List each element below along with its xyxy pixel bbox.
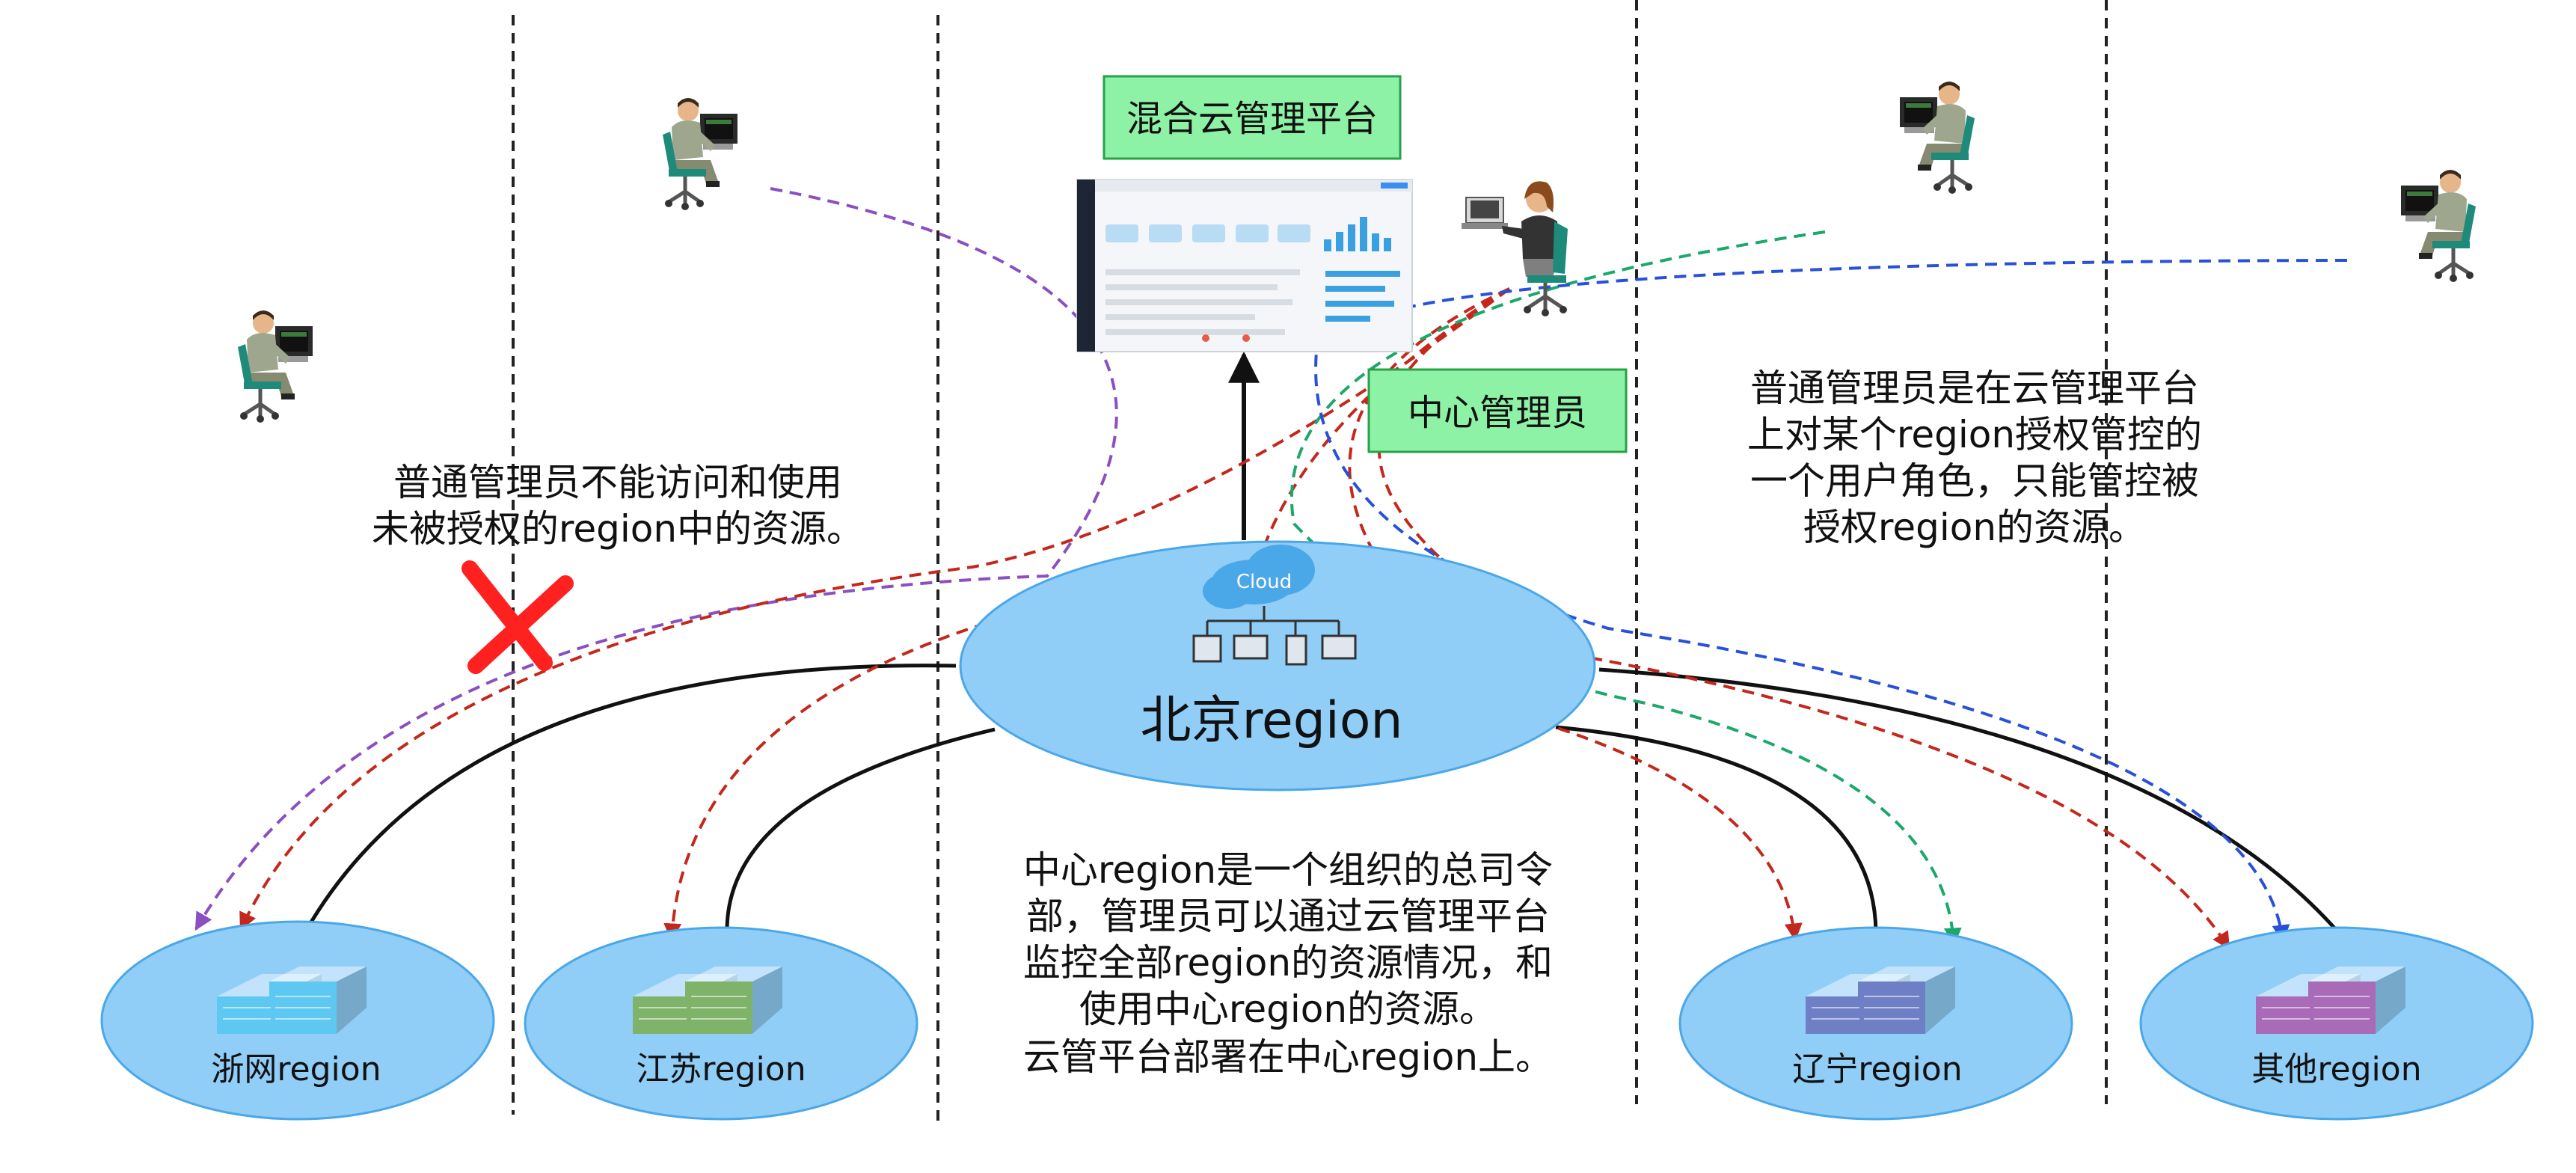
platform-title: 混合云管理平台 (1126, 98, 1378, 140)
note-center: 中心region是一个组织的总司令 部，管理员可以通过云管理平台 监控全部reg… (1023, 848, 1553, 1079)
region-label-zhewang: 浙网region (211, 1050, 381, 1088)
platform-title-box (1103, 75, 1402, 160)
region-other: 其他region (2139, 926, 2534, 1121)
region-jiangsu: 江苏region (524, 926, 919, 1121)
cloud-icon: Cloud (1203, 545, 1315, 609)
note-center-line: 中心region是一个组织的总司令 (1023, 848, 1553, 892)
region-label-liaoning: 辽宁region (1792, 1050, 1962, 1088)
region-zhewang: 浙网region (100, 920, 495, 1121)
main-region-label: 北京region (1140, 691, 1402, 750)
denied-cross-icon (461, 560, 574, 674)
cloud-text: Cloud (1236, 571, 1292, 593)
region-label-other: 其他region (2251, 1050, 2421, 1088)
region-links (303, 664, 2340, 934)
platform-screenshot (1076, 179, 1413, 352)
column-separators (512, 0, 2108, 1122)
region-label-jiangsu: 江苏region (636, 1050, 806, 1088)
note-normal-line: 上对某个region授权管控的 (1747, 413, 2202, 456)
note-denied-line: 未被授权的region中的资源。 (372, 507, 864, 551)
note-normal-line: 授权region的资源。 (1803, 506, 2146, 549)
red-path-zhewang (239, 287, 1511, 931)
note-center-line: 云管平台部署在中心region上。 (1023, 1035, 1553, 1079)
main-region: Cloud 北京region (959, 540, 1596, 791)
user-icon-left (238, 310, 313, 423)
note-denied: 普通管理员不能访问和使用 未被授权的region中的资源。 (372, 461, 864, 551)
user-icon-top-left (663, 98, 737, 210)
note-denied-line: 普通管理员不能访问和使用 (393, 461, 842, 504)
blue-path (1314, 259, 2348, 943)
note-center-line: 监控全部region的资源情况，和 (1023, 941, 1553, 984)
admin-label-box (1367, 368, 1628, 453)
main-region-ellipse (959, 540, 1596, 791)
green-path (1289, 230, 1962, 946)
region-liaoning: 辽宁region (1678, 926, 2073, 1121)
user-icon-far-right (2401, 170, 2476, 282)
note-normal-line: 一个用户角色，只能管控被 (1750, 459, 2199, 503)
note-center-line: 部，管理员可以通过云管理平台 (1026, 895, 1550, 938)
center-admin-icon (1462, 181, 1568, 316)
admin-label: 中心管理员 (1408, 392, 1587, 434)
network-devices-icon (1192, 606, 1357, 666)
note-normal-line: 普通管理员是在云管理平台 (1750, 367, 2199, 410)
purple-denied-path (194, 187, 1118, 931)
note-normal: 普通管理员是在云管理平台 上对某个region授权管控的 一个用户角色，只能管控… (1747, 367, 2202, 549)
note-center-line: 使用中心region的资源。 (1079, 987, 1497, 1031)
user-icon-top-right (1900, 82, 1975, 194)
